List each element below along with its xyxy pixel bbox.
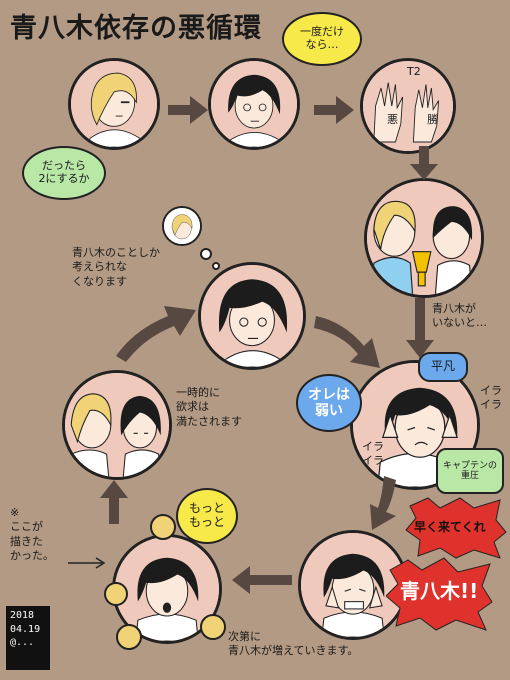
thought-bubble-large <box>162 206 202 246</box>
blond-face-illustration <box>71 61 157 147</box>
bubble-captain-text: キャプテンの 重圧 <box>442 460 497 481</box>
arrow-ichijiteki-pointer <box>68 557 106 569</box>
label-hand-left: 悪 <box>387 113 398 126</box>
arrow-2-to-3 <box>314 96 354 124</box>
arrow-8-to-7 <box>100 480 128 524</box>
panel-aizawa-thinking <box>208 58 300 150</box>
bubble-motto-text: もっと もっと <box>188 501 225 529</box>
arrow-7-to-5 <box>116 306 196 362</box>
date-stamp: 2018 04.19 @... <box>6 606 50 670</box>
black-hair-face-illustration <box>211 61 297 147</box>
bubble-ichido: 一度だけ なら… <box>282 12 362 66</box>
thought-bubble-medium <box>200 248 212 260</box>
bubble-ichido-text: 一度だけ なら… <box>300 25 344 51</box>
mini-blond-illustration <box>164 208 200 244</box>
label-ichijiteki: 一時的に 欲求は 満たされます <box>176 386 242 428</box>
label-aoyagi: 青八木!! <box>400 579 479 603</box>
bubble-dattara: だったら 2にするか <box>22 146 106 200</box>
distressed-illustration <box>353 363 477 487</box>
panel-distressed <box>350 360 480 490</box>
page-title: 青八木依存の悪循環 <box>10 13 262 44</box>
arrow-9-to-8 <box>232 566 292 594</box>
two-together-illustration <box>65 373 169 477</box>
panel-two-together <box>62 370 172 480</box>
label-shidaini: 次第に 青八木が増えていきます。 <box>228 630 359 658</box>
panel-trophy <box>364 178 484 298</box>
label-t2: T2 <box>407 65 421 78</box>
surrounded-illustration <box>115 537 219 641</box>
panel-hands: T2 悪 勝 <box>360 58 456 154</box>
mini-blond-2 <box>104 582 128 606</box>
bubble-oreha-text: オレは 弱い <box>308 386 350 419</box>
label-aoyagi-ga-inai: 青八木が いないと… <box>432 302 487 330</box>
despair-illustration <box>301 533 405 637</box>
panel-blond-start <box>68 58 160 150</box>
arrow-6-to-9 <box>370 476 396 530</box>
panel-center-thinking <box>198 262 306 370</box>
label-hand-right: 勝 <box>427 113 438 126</box>
arrow-4-to-6 <box>406 298 434 358</box>
mini-blond-3 <box>116 624 142 650</box>
arrow-3-to-4 <box>410 146 438 180</box>
mini-blond-1 <box>150 514 176 540</box>
hands-illustration <box>363 61 453 151</box>
arrow-5-to-6 <box>314 316 380 368</box>
arrow-1-to-2 <box>168 96 208 124</box>
bubble-captain: キャプテンの 重圧 <box>436 448 504 494</box>
label-iraira-bottom: イラ イラ <box>362 440 384 468</box>
bubble-oreha: オレは 弱い <box>296 374 362 432</box>
bubble-heibon-text: 平凡 <box>430 359 455 374</box>
trophy-illustration <box>367 181 481 295</box>
bubble-heibon: 平凡 <box>418 352 468 382</box>
label-iraira-right: イラ イラ <box>480 384 502 412</box>
label-hayaku: 早く来てくれ <box>414 520 486 534</box>
thought-bubble-small <box>212 262 220 270</box>
center-face-illustration <box>201 265 303 367</box>
bubble-motto: もっと もっと <box>176 488 238 544</box>
red-burst-aoyagi <box>386 557 493 631</box>
label-kangaerarenai: 青八木のことしか 考えられな くなります <box>72 246 160 288</box>
red-burst-hayaku <box>405 497 507 559</box>
bubble-dattara-text: だったら 2にするか <box>38 159 90 185</box>
label-kokoga: ※ ここが 描きた かった。 <box>10 506 54 562</box>
mini-blond-4 <box>200 614 226 640</box>
